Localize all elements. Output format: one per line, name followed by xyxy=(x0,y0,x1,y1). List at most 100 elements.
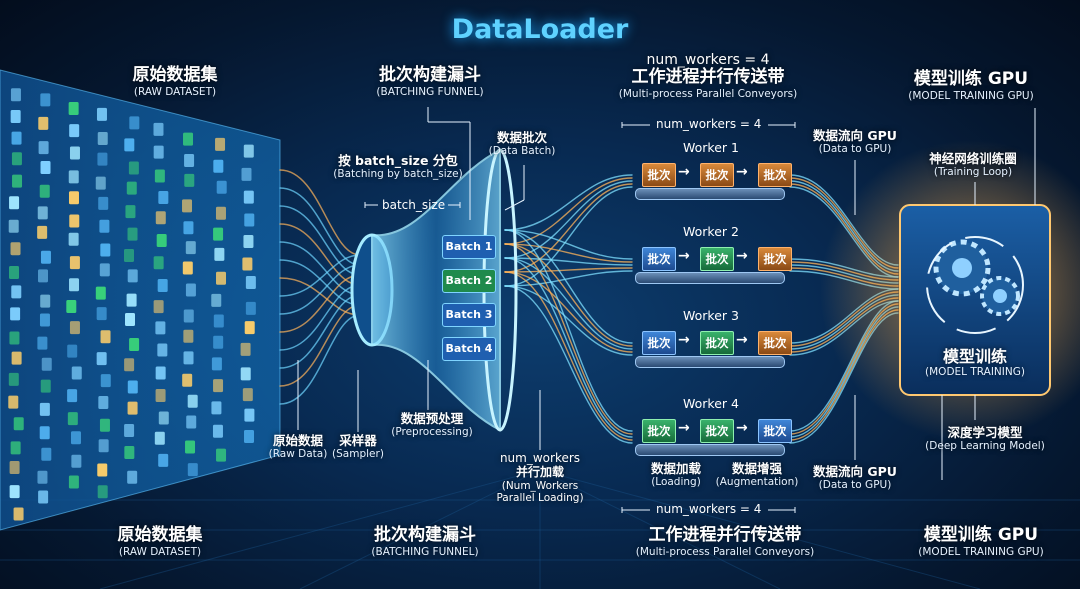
file-icon xyxy=(95,286,106,300)
num-workers-bracket-top: num_workers = 4 xyxy=(656,117,762,131)
file-icon xyxy=(8,219,19,233)
file-icon xyxy=(211,357,222,371)
file-icon xyxy=(183,221,194,235)
worker-4-batch-box: 批次 xyxy=(642,419,676,443)
file-icon xyxy=(211,293,222,307)
file-icon xyxy=(11,285,22,299)
file-icon xyxy=(157,279,168,293)
loading-title: 数据加载 xyxy=(650,461,701,476)
file-icon xyxy=(185,440,196,454)
file-icon xyxy=(68,102,79,116)
file-icon xyxy=(182,373,193,387)
pointer-lines xyxy=(297,107,1036,480)
model-training-title: 模型训练 xyxy=(942,347,1007,366)
conveyor-num-workers: num_workers = 4 xyxy=(646,52,770,68)
gpu-title: 模型训练 GPU xyxy=(913,69,1029,89)
worker-2-batch-box: 批次 xyxy=(700,247,734,271)
file-icon xyxy=(243,144,254,158)
file-icon xyxy=(158,190,169,204)
batch-chip-2: Batch 2 xyxy=(442,269,496,293)
worker-4-batch-box: 批次 xyxy=(700,419,734,443)
file-icon xyxy=(187,394,198,408)
file-icon xyxy=(124,446,135,460)
file-icon xyxy=(9,460,20,474)
file-icon xyxy=(40,250,51,264)
file-icon xyxy=(244,321,255,335)
file-icon xyxy=(38,116,49,130)
file-icon xyxy=(243,235,254,249)
worker-3-label: Worker 3 xyxy=(683,308,739,323)
file-icon xyxy=(124,138,135,152)
file-icon xyxy=(124,423,135,437)
augmentation-label: 数据增强 (Augmentation) xyxy=(712,461,802,489)
file-icon xyxy=(124,248,135,262)
data-stream-line xyxy=(279,205,361,276)
raw-dataset-subtitle: (RAW DATASET) xyxy=(118,545,202,558)
file-icon xyxy=(244,213,255,227)
file-icon xyxy=(125,313,136,327)
data-stream-line xyxy=(504,229,633,260)
deep-learning-model-subtitle: (Deep Learning Model) xyxy=(925,440,1045,453)
file-icon xyxy=(10,242,21,256)
file-icon xyxy=(39,184,50,198)
file-icon xyxy=(183,329,194,343)
file-icon xyxy=(125,205,136,219)
arrow-right-icon: → xyxy=(736,164,748,180)
data-stream-line xyxy=(279,223,361,286)
file-icon xyxy=(96,307,107,321)
raw-dataset-label-top: 原始数据集 (RAW DATASET) xyxy=(100,65,250,98)
conveyor-subtitle: (Multi-process Parallel Conveyors) xyxy=(618,87,798,100)
worker-3-batch-box: 批次 xyxy=(758,331,792,355)
data-stream-line xyxy=(504,177,633,245)
worker-3-conveyor-belt xyxy=(635,356,785,368)
file-icon xyxy=(95,176,106,190)
arrow-right-icon: → xyxy=(736,332,748,348)
file-icon xyxy=(154,431,165,445)
worker-2-conveyor-belt xyxy=(635,272,785,284)
file-icon xyxy=(68,475,79,489)
preprocessing-subtitle: (Preprocessing) xyxy=(391,426,473,439)
file-icon xyxy=(41,447,52,461)
file-icon xyxy=(11,152,22,166)
file-icon xyxy=(97,152,108,166)
file-icon xyxy=(97,485,108,499)
funnel-subtitle: (BATCHING FUNNEL) xyxy=(371,545,479,558)
file-icon xyxy=(40,294,51,308)
file-icon xyxy=(155,389,166,403)
data-stream-line xyxy=(279,254,361,297)
conveyor-title: 工作进程并行传送带 xyxy=(648,525,802,545)
file-icon xyxy=(128,161,139,175)
file-icon xyxy=(242,388,253,402)
file-icon xyxy=(100,330,111,344)
num-workers-loading-label: num_workers 并行加载 (Num_Workers Parallel L… xyxy=(485,451,595,504)
data-stream-line xyxy=(504,243,633,435)
augmentation-subtitle: (Augmentation) xyxy=(715,476,799,489)
data-stream-line xyxy=(504,174,633,231)
file-icon xyxy=(37,225,48,239)
num-workers-bracket-bottom: num_workers = 4 xyxy=(656,502,762,516)
file-icon xyxy=(96,352,107,366)
file-icon xyxy=(127,269,138,283)
file-icon xyxy=(243,190,254,204)
file-icon xyxy=(39,426,50,440)
file-icon xyxy=(99,418,110,432)
data-stream-line xyxy=(504,285,633,444)
file-icon xyxy=(185,241,196,255)
gpu-subtitle: (MODEL TRAINING GPU) xyxy=(918,545,1044,558)
file-icon xyxy=(10,441,21,455)
file-icon xyxy=(40,379,51,393)
floor-grid xyxy=(0,469,1080,589)
data-stream-line xyxy=(279,314,361,405)
file-icon xyxy=(156,233,167,247)
data-to-gpu-title: 数据流向 GPU xyxy=(813,128,897,143)
file-icon xyxy=(214,247,225,261)
file-icon xyxy=(244,408,255,422)
worker-2-batch-box: 批次 xyxy=(642,247,676,271)
raw-data-subtitle: (Raw Data) xyxy=(268,448,328,461)
funnel-label-top: 批次构建漏斗 (BATCHING FUNNEL) xyxy=(350,65,510,98)
data-to-gpu-title: 数据流向 GPU xyxy=(813,464,897,479)
model-training-label: 模型训练 (MODEL TRAINING) xyxy=(915,347,1035,378)
file-icon xyxy=(13,417,24,431)
arrow-right-icon: → xyxy=(678,332,690,348)
